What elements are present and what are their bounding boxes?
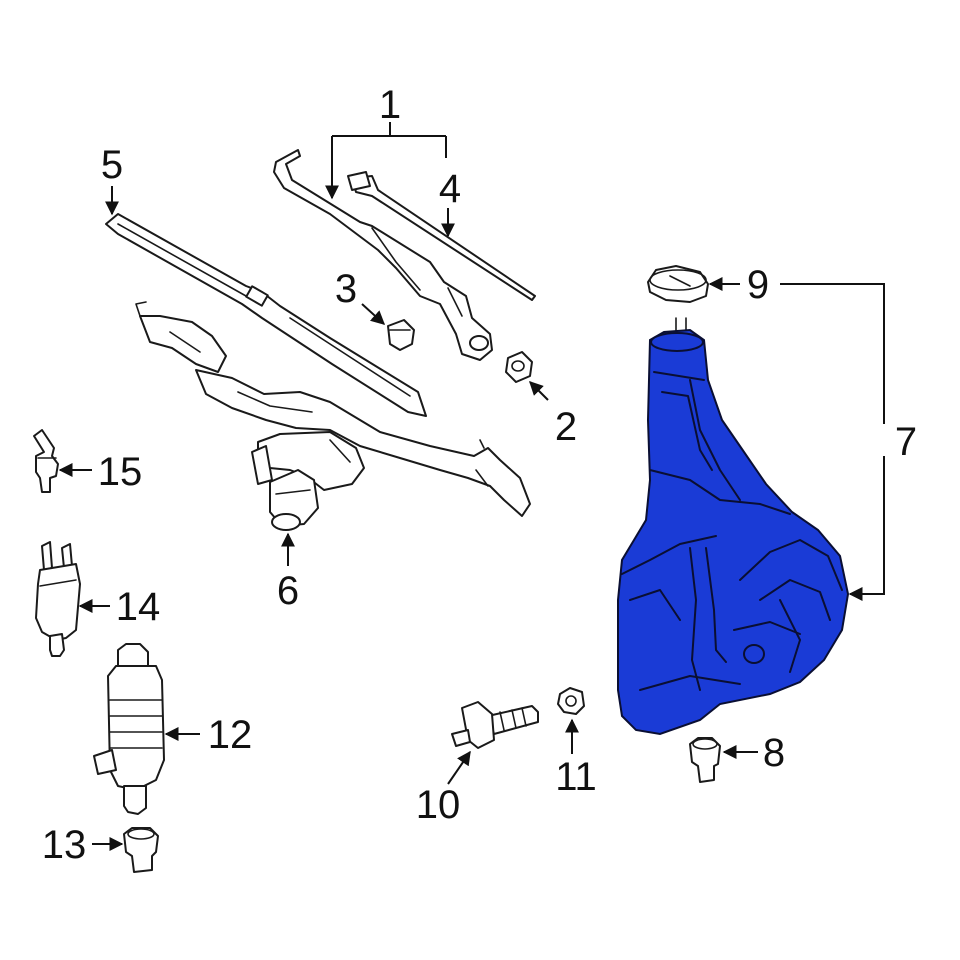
callout-11: 11 — [555, 755, 597, 799]
nozzle-connector-part[interactable] — [33, 429, 59, 493]
callout-15: 15 — [98, 450, 143, 494]
wiper-arm-part[interactable] — [273, 149, 493, 361]
callout-1: 1 — [379, 83, 401, 127]
reservoir-body — [617, 328, 850, 736]
washer-pump-part[interactable] — [93, 643, 165, 815]
wiper-refill-part[interactable] — [347, 171, 536, 301]
leader-3 — [361, 303, 386, 325]
pump-grommet-part[interactable] — [123, 827, 159, 873]
leader-1 — [325, 122, 447, 200]
filler-cap-part[interactable] — [647, 265, 709, 303]
callout-4: 4 — [439, 167, 461, 211]
callout-7: 7 — [895, 420, 917, 464]
wiper-linkage-motor-part[interactable] — [135, 301, 531, 531]
callout-6: 6 — [277, 569, 299, 613]
callout-3: 3 — [335, 267, 357, 311]
leader-9-7 — [708, 277, 885, 601]
callout-14: 14 — [116, 585, 161, 629]
leader-2 — [529, 381, 549, 401]
reservoir-grommet-part[interactable] — [689, 737, 721, 783]
callout-13: 13 — [42, 823, 87, 867]
washer-reservoir-part[interactable] — [617, 317, 850, 736]
leader-10 — [447, 750, 471, 785]
level-sensor-part[interactable] — [451, 701, 539, 749]
sensor-grommet-part[interactable] — [557, 687, 585, 715]
callout-12: 12 — [208, 713, 253, 757]
callout-8: 8 — [763, 731, 785, 775]
callout-2: 2 — [555, 405, 577, 449]
callout-10: 10 — [416, 783, 461, 827]
hex-nut-part[interactable] — [505, 351, 533, 383]
wiper-blade-part[interactable] — [105, 213, 427, 417]
cap-nut-part[interactable] — [387, 319, 415, 351]
callout-9: 9 — [747, 263, 769, 307]
callout-5: 5 — [101, 143, 123, 187]
check-valve-part[interactable] — [35, 541, 81, 657]
